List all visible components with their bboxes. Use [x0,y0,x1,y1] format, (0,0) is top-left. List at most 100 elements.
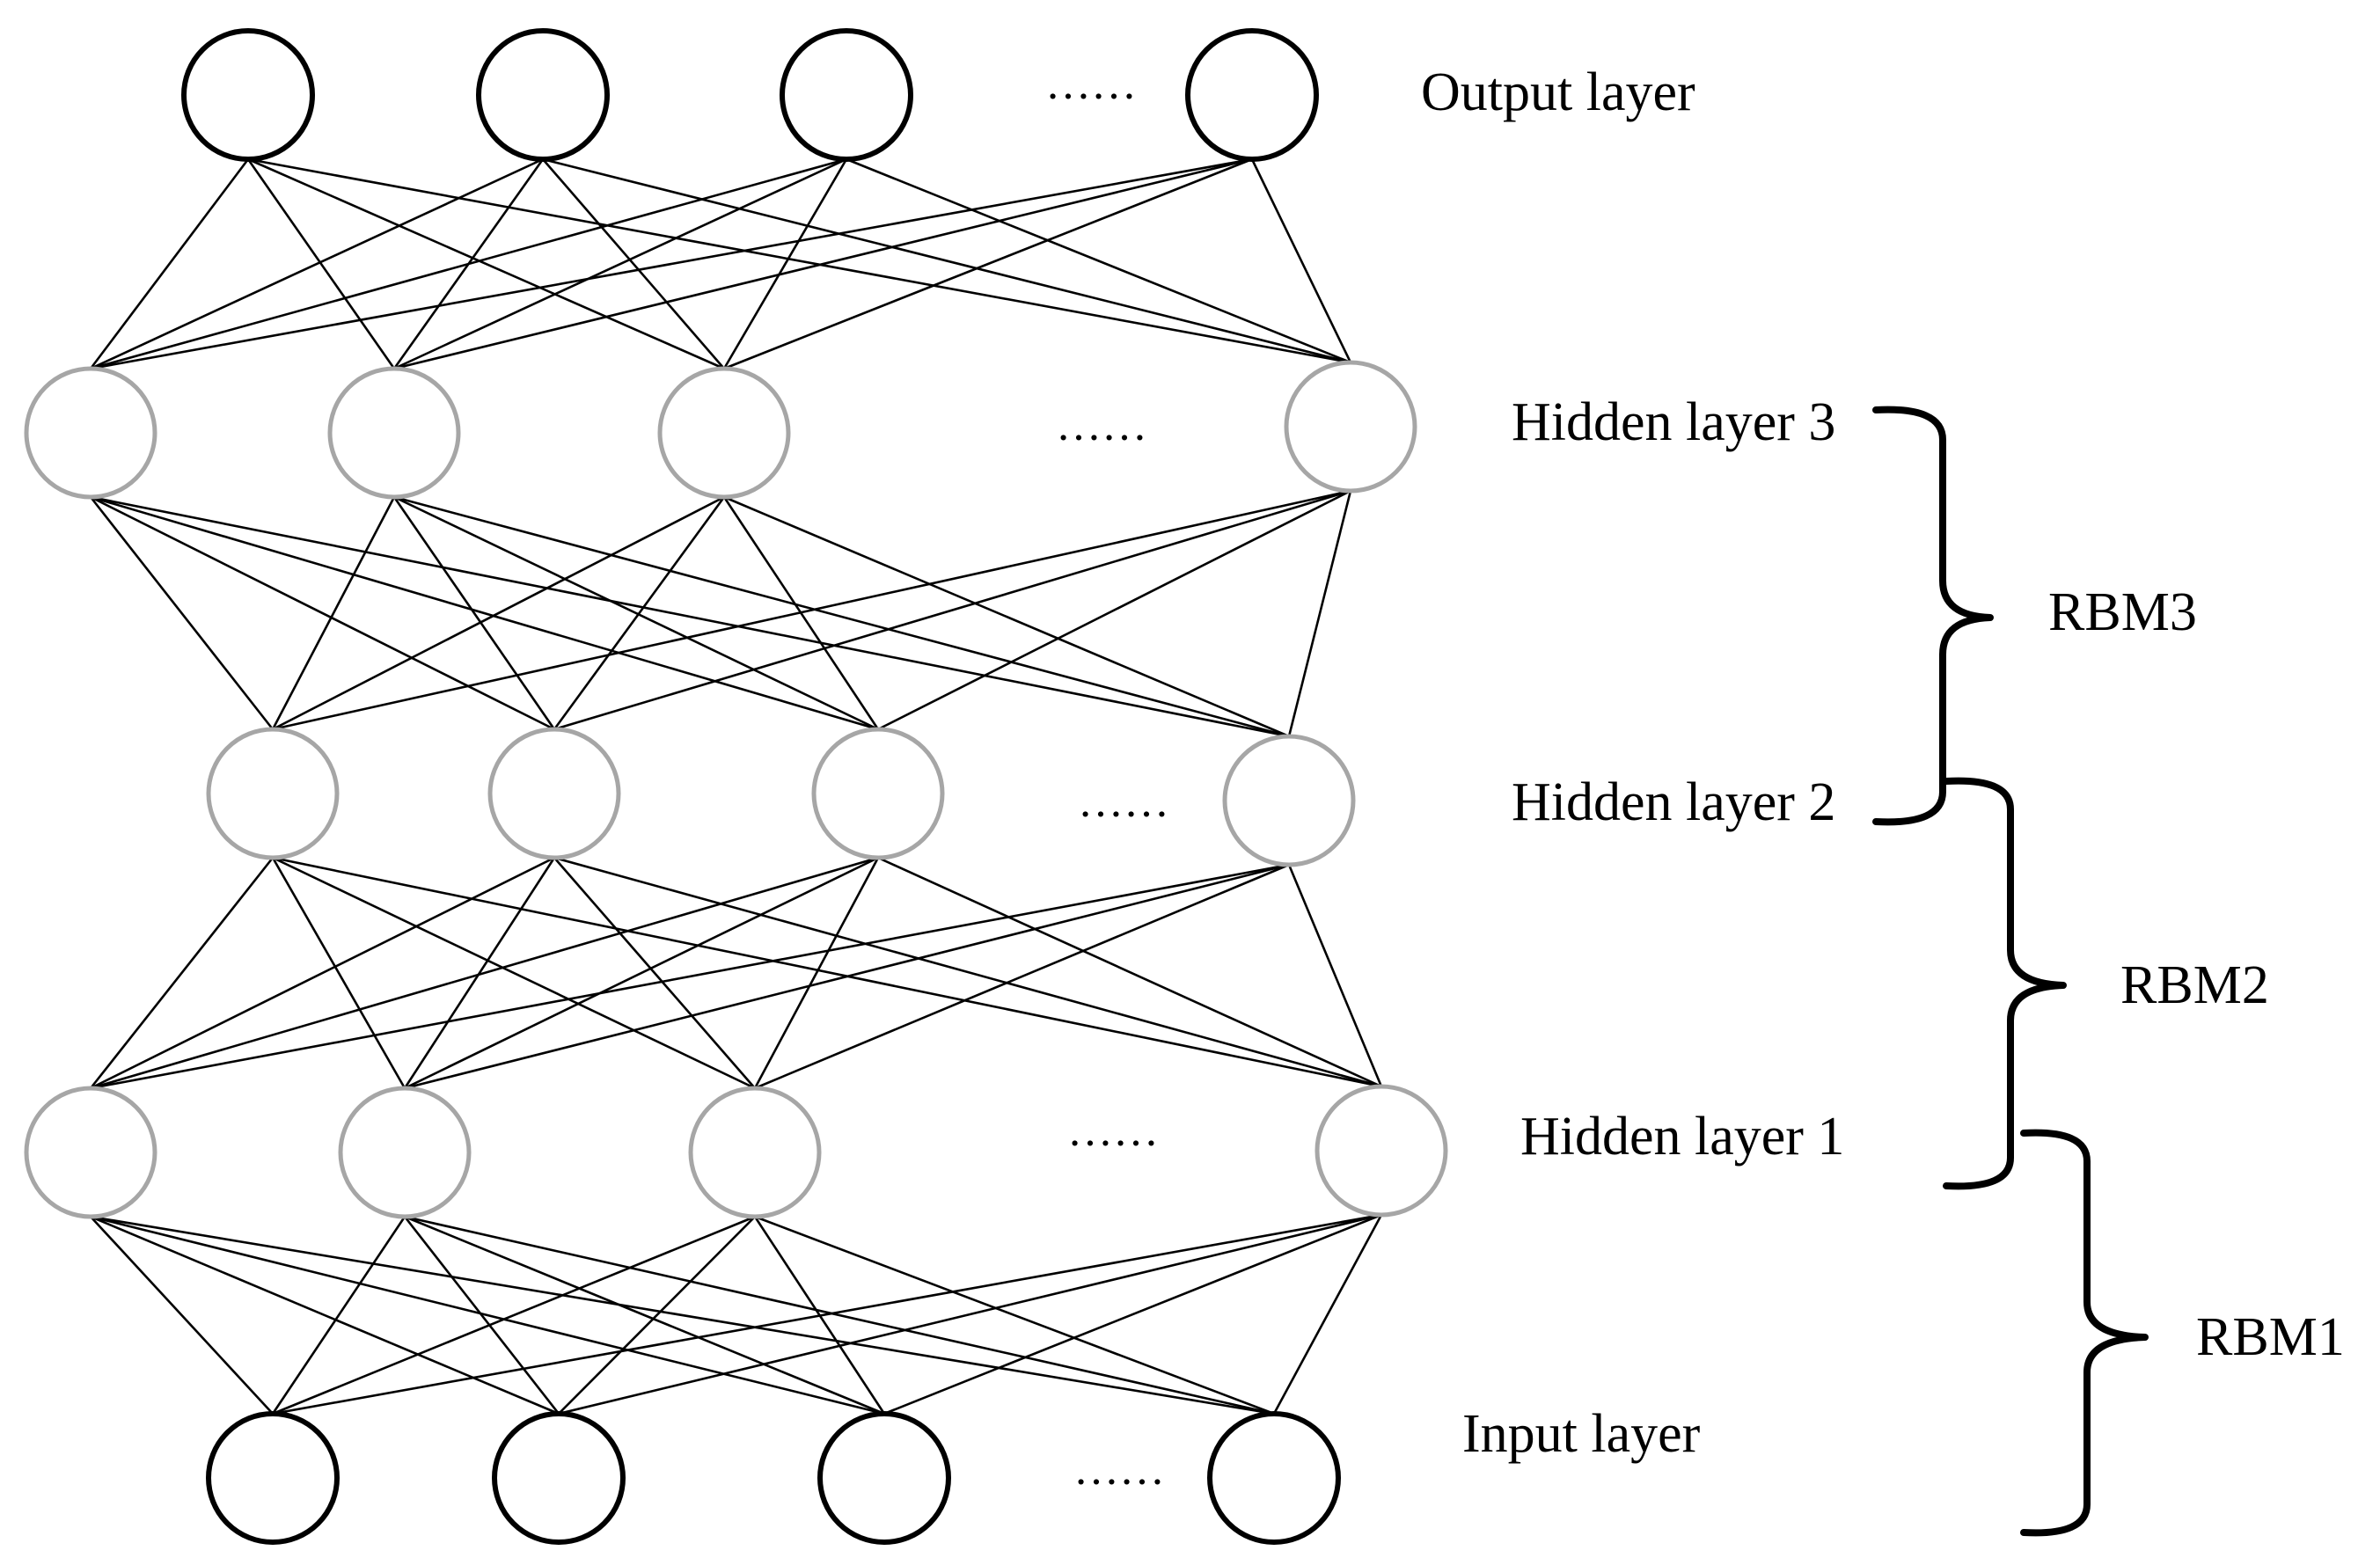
output-node-1 [181,28,315,162]
edge-hidden2-3-to-hidden1-4 [877,856,1382,1088]
hidden3-node-3 [657,366,791,500]
edge-hidden2-2-to-hidden1-4 [553,856,1382,1088]
nodes [24,28,1448,1545]
edge-hidden1-1-to-input-1 [90,1216,274,1415]
rbm1-label: RBM1 [2196,1307,2345,1367]
hidden2-node-1 [206,727,340,860]
connections [89,157,1383,1415]
edge-hidden1-4-to-input-3 [883,1213,1382,1415]
hidden-layer-1-ellipsis: …… [1067,1106,1159,1156]
edge-hidden2-3-to-hidden1-3 [753,857,880,1089]
edge-hidden3-2-to-hidden2-1 [271,496,396,730]
edge-hidden2-4-to-hidden1-2 [404,863,1290,1090]
edge-output-3-to-hidden3-1 [90,157,847,370]
rbm2-brace [1943,777,2067,1190]
hidden-layer-2-label: Hidden layer 2 [1512,772,1835,832]
edge-hidden2-2-to-hidden1-3 [553,857,756,1089]
rbm2-label: RBM2 [2120,955,2269,1015]
edge-hidden1-3-to-input-4 [754,1215,1275,1415]
hidden1-node-4 [1314,1084,1448,1218]
rbm3-brace [1872,406,1994,826]
edge-output-2-to-hidden3-1 [90,157,544,370]
edge-output-4-to-hidden3-2 [393,157,1253,370]
edge-hidden2-3-to-hidden1-1 [90,856,879,1090]
edge-output-4-to-hidden3-4 [1250,158,1352,363]
hidden1-node-2 [338,1086,472,1219]
input-node-1 [206,1411,340,1545]
edge-hidden3-3-to-hidden2-2 [553,496,726,730]
output-node-4 [1185,28,1319,162]
output-layer-label: Output layer [1421,62,1695,122]
edge-hidden1-4-to-input-4 [1272,1214,1383,1415]
edge-hidden1-1-to-input-2 [90,1215,560,1415]
edge-hidden3-4-to-hidden2-2 [553,489,1351,731]
edge-hidden3-1-to-hidden2-4 [90,495,1290,738]
edge-hidden3-4-to-hidden2-1 [272,489,1351,731]
edge-hidden2-2-to-hidden1-2 [403,857,556,1089]
hidden-layer-3-ellipsis: …… [1056,400,1147,450]
edge-output-3-to-hidden3-2 [393,157,847,370]
edge-hidden1-3-to-input-2 [558,1216,756,1415]
edge-output-1-to-hidden3-1 [89,158,250,369]
hidden2-node-4 [1222,734,1356,867]
input-layer-label: Input layer [1462,1404,1701,1464]
edge-hidden3-2-to-hidden2-2 [392,496,556,730]
edge-output-4-to-hidden3-1 [90,157,1253,370]
hidden3-node-4 [1284,360,1417,494]
edge-hidden2-2-to-hidden1-1 [90,856,555,1090]
edge-hidden3-3-to-hidden2-4 [723,495,1290,738]
input-node-3 [817,1411,951,1545]
edge-hidden1-4-to-input-1 [272,1213,1382,1415]
edge-hidden3-4-to-hidden2-4 [1287,490,1352,737]
edge-output-4-to-hidden3-3 [723,157,1253,370]
edge-output-2-to-hidden3-3 [542,158,725,369]
hidden3-node-1 [24,366,157,500]
edge-output-1-to-hidden3-2 [246,158,396,369]
edge-output-3-to-hidden3-3 [722,158,848,369]
edge-hidden1-2-to-input-1 [271,1216,406,1415]
edge-hidden2-3-to-hidden1-2 [404,856,879,1090]
edge-output-3-to-hidden3-4 [846,157,1351,364]
input-node-4 [1207,1411,1341,1545]
edge-hidden1-2-to-input-4 [404,1215,1275,1415]
hidden2-node-2 [487,727,621,860]
edge-hidden2-4-to-hidden1-3 [754,863,1290,1090]
edge-hidden2-4-to-hidden1-4 [1287,864,1383,1087]
edge-hidden2-1-to-hidden1-1 [89,857,275,1089]
edge-hidden1-2-to-input-2 [403,1216,560,1415]
edge-hidden1-4-to-input-2 [558,1213,1382,1415]
edge-hidden3-3-to-hidden2-1 [272,495,725,731]
edge-output-1-to-hidden3-4 [247,157,1351,364]
edge-hidden2-1-to-hidden1-4 [272,856,1382,1088]
edge-hidden1-3-to-input-1 [272,1215,756,1415]
edge-hidden1-1-to-input-4 [90,1215,1275,1415]
edge-output-2-to-hidden3-4 [542,157,1351,364]
hidden-layer-3-label: Hidden layer 3 [1512,392,1835,452]
edge-hidden3-4-to-hidden2-3 [877,489,1351,731]
rbm1-brace [2020,1129,2149,1537]
output-node-2 [476,28,610,162]
output-node-3 [780,28,913,162]
hidden1-node-3 [688,1086,822,1219]
input-node-2 [492,1411,626,1545]
edge-hidden2-1-to-hidden1-2 [271,857,406,1089]
hidden-layer-2-ellipsis: …… [1078,777,1169,827]
edge-hidden1-1-to-input-3 [90,1215,885,1415]
hidden2-node-3 [811,727,945,860]
edge-hidden2-4-to-hidden1-1 [90,863,1290,1090]
edge-output-1-to-hidden3-3 [247,157,725,370]
rbm3-label: RBM3 [2048,582,2197,642]
output-layer-ellipsis: …… [1045,59,1137,109]
edge-hidden2-1-to-hidden1-3 [272,856,756,1090]
edge-hidden3-1-to-hidden2-3 [90,495,879,731]
edge-hidden1-2-to-input-3 [404,1215,885,1415]
edge-hidden3-1-to-hidden2-1 [89,496,275,730]
hidden-layer-1-label: Hidden layer 1 [1520,1107,1844,1167]
hidden3-node-2 [327,366,461,500]
edge-hidden3-2-to-hidden2-3 [393,495,879,731]
edge-hidden3-2-to-hidden2-4 [393,495,1290,738]
edge-hidden3-1-to-hidden2-2 [90,495,555,731]
hidden1-node-1 [24,1086,157,1219]
